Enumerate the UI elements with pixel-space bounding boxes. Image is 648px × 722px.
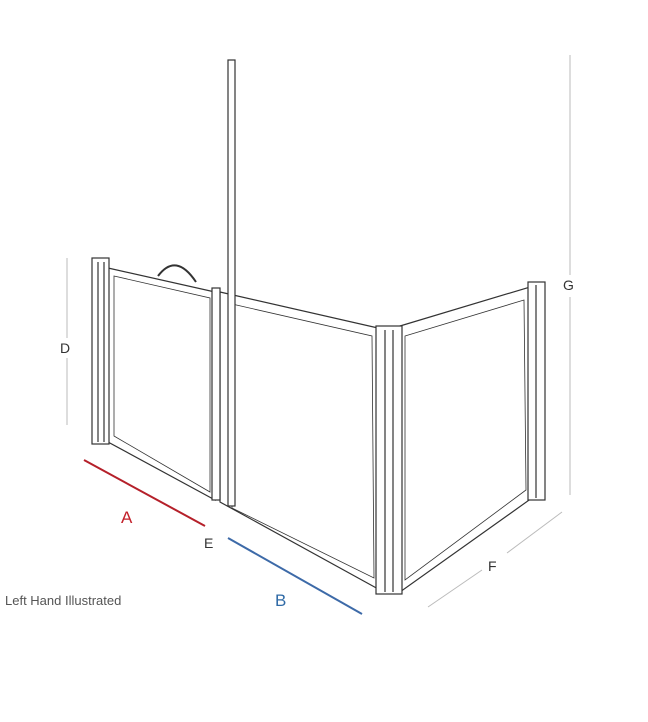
dimension-f-line: [427, 569, 483, 608]
caption: Left Hand Illustrated: [5, 593, 122, 608]
right-panel: [399, 286, 533, 594]
support-pole: [227, 59, 236, 507]
left-post: [91, 257, 110, 445]
label-b: B: [275, 591, 287, 610]
dimension-lines: [66, 55, 571, 608]
middle-post: [211, 287, 221, 501]
enclosure-outline: [91, 59, 546, 595]
label-g: G: [563, 277, 574, 293]
label-f: F: [488, 558, 497, 574]
middle-panel: [219, 291, 381, 592]
handle: [157, 264, 197, 283]
left-panel: [107, 267, 216, 502]
label-d: D: [60, 340, 71, 356]
label-e: E: [204, 535, 214, 551]
dimension-a-line: [83, 459, 206, 527]
label-a: A: [121, 508, 133, 527]
corner-post: [375, 325, 403, 595]
dimension-b-line: [227, 537, 363, 615]
